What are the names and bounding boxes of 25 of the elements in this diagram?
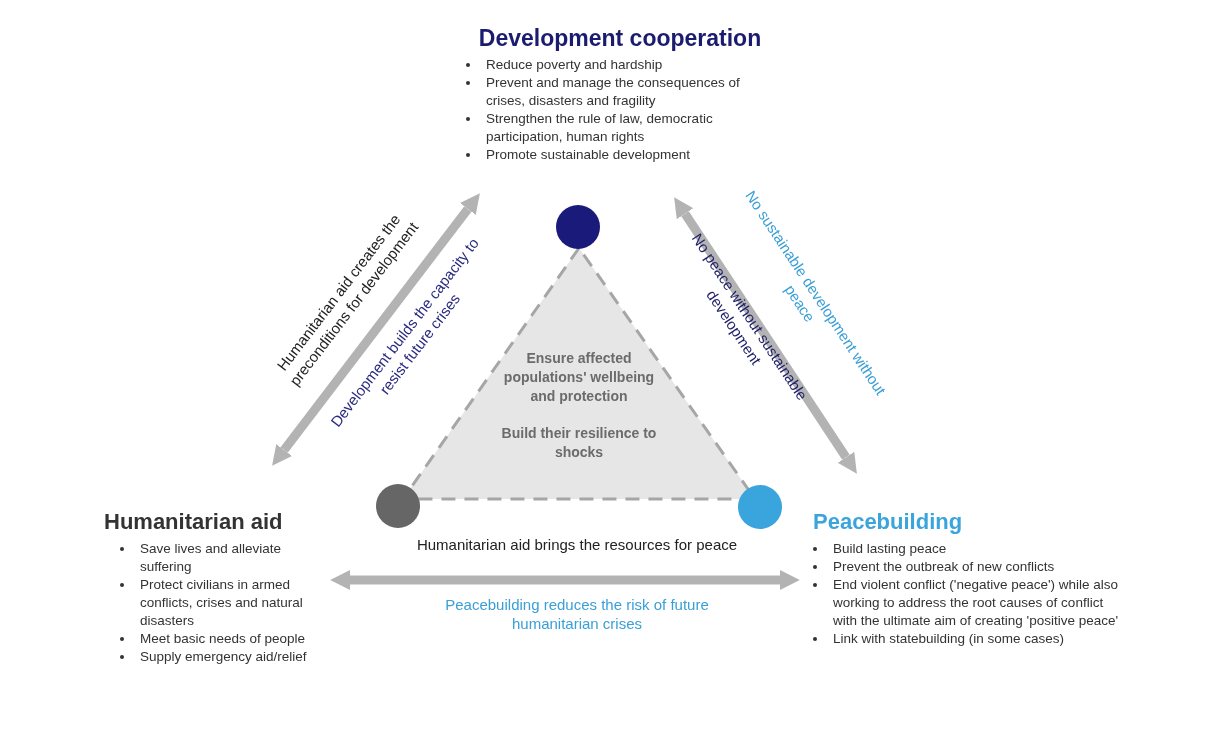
circle-marker	[556, 205, 600, 249]
section-heading: Peacebuilding	[813, 508, 964, 536]
bullet-item: Meet basic needs of people	[140, 630, 306, 648]
section-heading: Development cooperation	[477, 24, 763, 52]
double-arrow	[330, 570, 800, 590]
arrow-caption: Peacebuilding reduces the risk of future humanitarian crises	[444, 595, 710, 633]
bullet-item: Supply emergency aid/relief	[140, 648, 307, 666]
bullet-item: Build lasting peace	[833, 540, 947, 558]
bullet-item: Prevent and manage the consequences of crises, disasters and fragility	[486, 74, 741, 110]
circle-marker	[376, 484, 420, 528]
bullet-item: Protect civilians in armed conflicts, crises and natural disasters	[140, 576, 304, 630]
bullet-item: Promote sustainable development	[486, 146, 691, 164]
center-text: Build their resilience to shocks	[500, 424, 658, 462]
circle-marker	[738, 485, 782, 529]
bullet-item: Prevent the outbreak of new conflicts	[833, 558, 1055, 576]
section-heading: Humanitarian aid	[104, 508, 284, 536]
bullet-item: Strengthen the rule of law, democratic participation, human rights	[486, 110, 714, 146]
bullet-item: Reduce poverty and hardship	[486, 56, 663, 74]
bullet-item: Link with statebuilding (in some cases)	[833, 630, 1065, 648]
edge-label: Humanitarian aid brings the resources for peace	[415, 535, 739, 554]
double-arrow	[674, 197, 857, 474]
bullet-item: End violent conflict ('negative peace') while also working to address the root causes of conflict with the ultimate aim of creating 'positive peace'	[833, 576, 1120, 630]
center-text: Ensure affected populations' wellbeing and protection	[502, 349, 656, 406]
bullet-item: Save lives and alleviate suffering	[140, 540, 283, 576]
double-arrow	[272, 193, 480, 466]
